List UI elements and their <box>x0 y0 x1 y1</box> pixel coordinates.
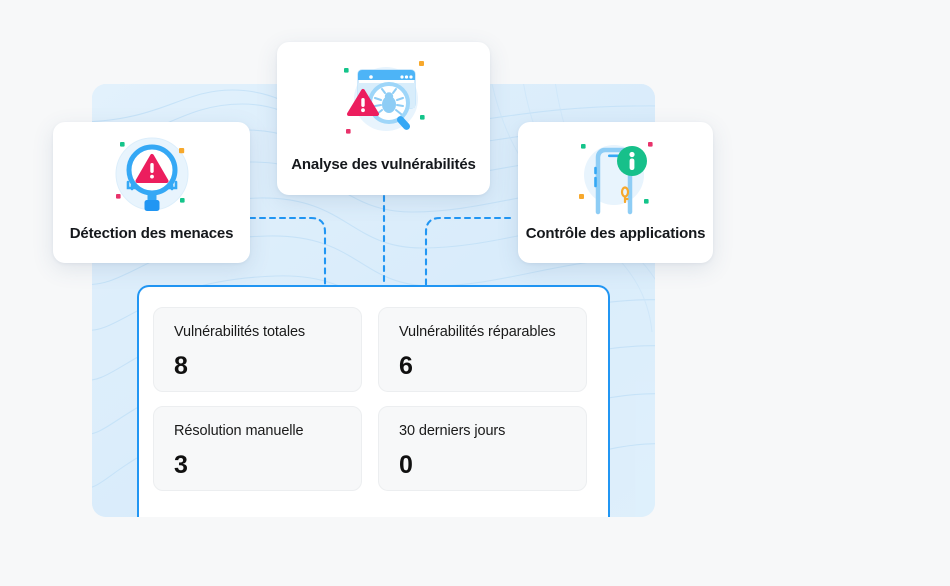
feature-card-vulnerability-analysis[interactable]: Analyse des vulnérabilités <box>277 42 490 195</box>
magnifier-warning-icon <box>115 137 188 211</box>
feature-card-application-control[interactable]: Contrôle des applications <box>518 122 713 263</box>
stat-label: Vulnérabilités réparables <box>399 324 556 340</box>
stat-card-manual-resolution[interactable]: Résolution manuelle 3 <box>153 406 362 491</box>
stat-card-total-vulnerabilities[interactable]: Vulnérabilités totales 8 <box>153 307 362 392</box>
icon-wrap <box>53 122 250 225</box>
stat-card-fixable-vulnerabilities[interactable]: Vulnérabilités réparables 6 <box>378 307 587 392</box>
feature-card-threat-detection[interactable]: Détection des menaces <box>53 122 250 263</box>
stat-value: 8 <box>174 351 188 380</box>
icon-wrap <box>518 122 713 225</box>
stat-value: 6 <box>399 351 413 380</box>
stat-grid: Vulnérabilités totales 8 Vulnérabilités … <box>153 307 598 491</box>
browser-bug-scan-icon <box>343 61 425 134</box>
stat-label: 30 derniers jours <box>399 423 506 439</box>
phone-info-icon <box>578 141 653 214</box>
feature-card-label: Contrôle des applications <box>525 225 706 242</box>
stat-label: Vulnérabilités totales <box>174 324 306 340</box>
icon-wrap <box>277 42 490 156</box>
feature-card-label: Analyse des vulnérabilités <box>291 156 476 173</box>
feature-card-label: Détection des menaces <box>69 225 234 242</box>
stat-value: 3 <box>174 450 188 479</box>
stat-label: Résolution manuelle <box>174 423 304 439</box>
stat-card-last-30-days[interactable]: 30 derniers jours 0 <box>378 406 587 491</box>
stat-value: 0 <box>399 450 413 479</box>
dashboard-panel: Vulnérabilités totales 8 Vulnérabilités … <box>137 285 610 517</box>
